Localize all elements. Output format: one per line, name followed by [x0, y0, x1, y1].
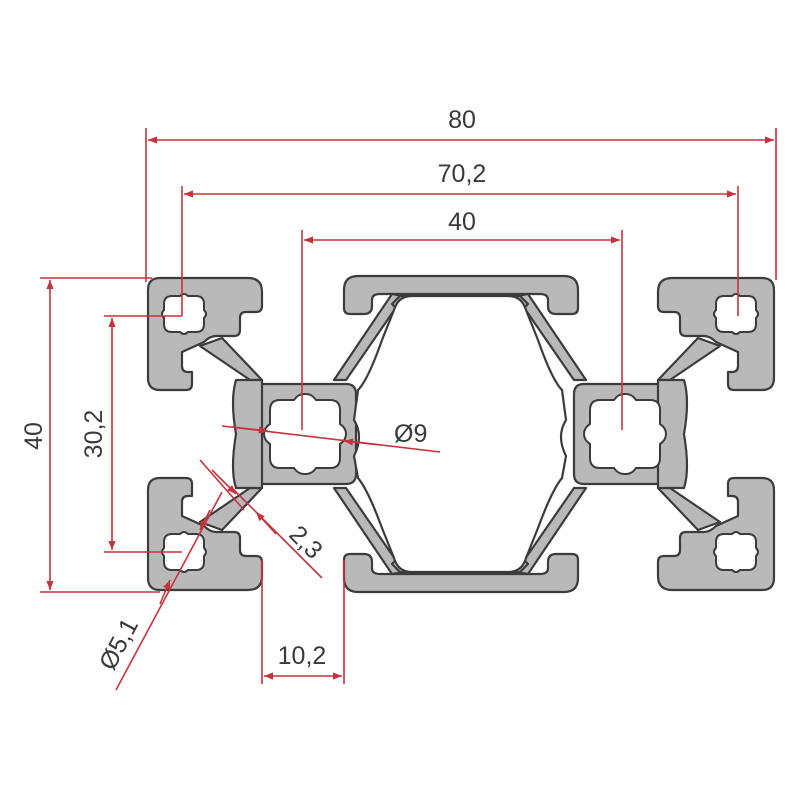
arm-left-vertical: [231, 378, 264, 490]
center-flange-top: [342, 274, 580, 316]
dimension-lines: [40, 128, 777, 691]
label-corner-bore: Ø5,1: [94, 614, 144, 675]
node-bore-left: [262, 393, 348, 475]
dim-line-2-3-ext-a: [199, 459, 245, 511]
corner-bore-top-left: [161, 293, 207, 335]
web-left-top-inner: [332, 292, 406, 382]
corner-bore-top-right: [713, 293, 759, 335]
dim-line-2-3-arrow-b: [255, 511, 277, 535]
center-flange-bottom: [342, 552, 580, 594]
dim-line-2-3-arrow-a: [211, 469, 237, 495]
label-slot-center-height: 30,2: [80, 410, 108, 459]
web-left-top-outer: [198, 336, 264, 382]
dim-line-d5-1-arrow-b: [199, 509, 211, 531]
label-center-slot-spacing: 40: [448, 208, 476, 236]
label-wall-thickness: 2,3: [283, 520, 327, 564]
label-slot-opening: 10,2: [278, 642, 327, 670]
web-right-bottom-outer: [656, 486, 722, 532]
arm-right-vertical: [656, 378, 689, 490]
label-overall-height: 40: [20, 422, 48, 450]
node-bore-right: [582, 393, 668, 475]
label-center-bore: Ø9: [394, 420, 427, 448]
web-right-bottom-inner: [514, 486, 588, 576]
dim-line-d5-1-arrow: [159, 579, 171, 605]
web-right-top-outer: [656, 336, 722, 382]
web-left-bottom-inner: [332, 486, 406, 576]
center-chamber: [352, 294, 568, 574]
dim-line-2-3: [231, 487, 323, 579]
label-slot-center-width: 70,2: [438, 160, 487, 188]
web-right-top-inner: [514, 292, 588, 382]
node-bores: [262, 393, 668, 475]
label-overall-width: 80: [448, 106, 476, 134]
dim-line-d9-arrow-a: [231, 426, 269, 434]
dim-line-d9-arrow-b: [343, 438, 381, 446]
corner-bore-bottom-right: [713, 531, 759, 573]
